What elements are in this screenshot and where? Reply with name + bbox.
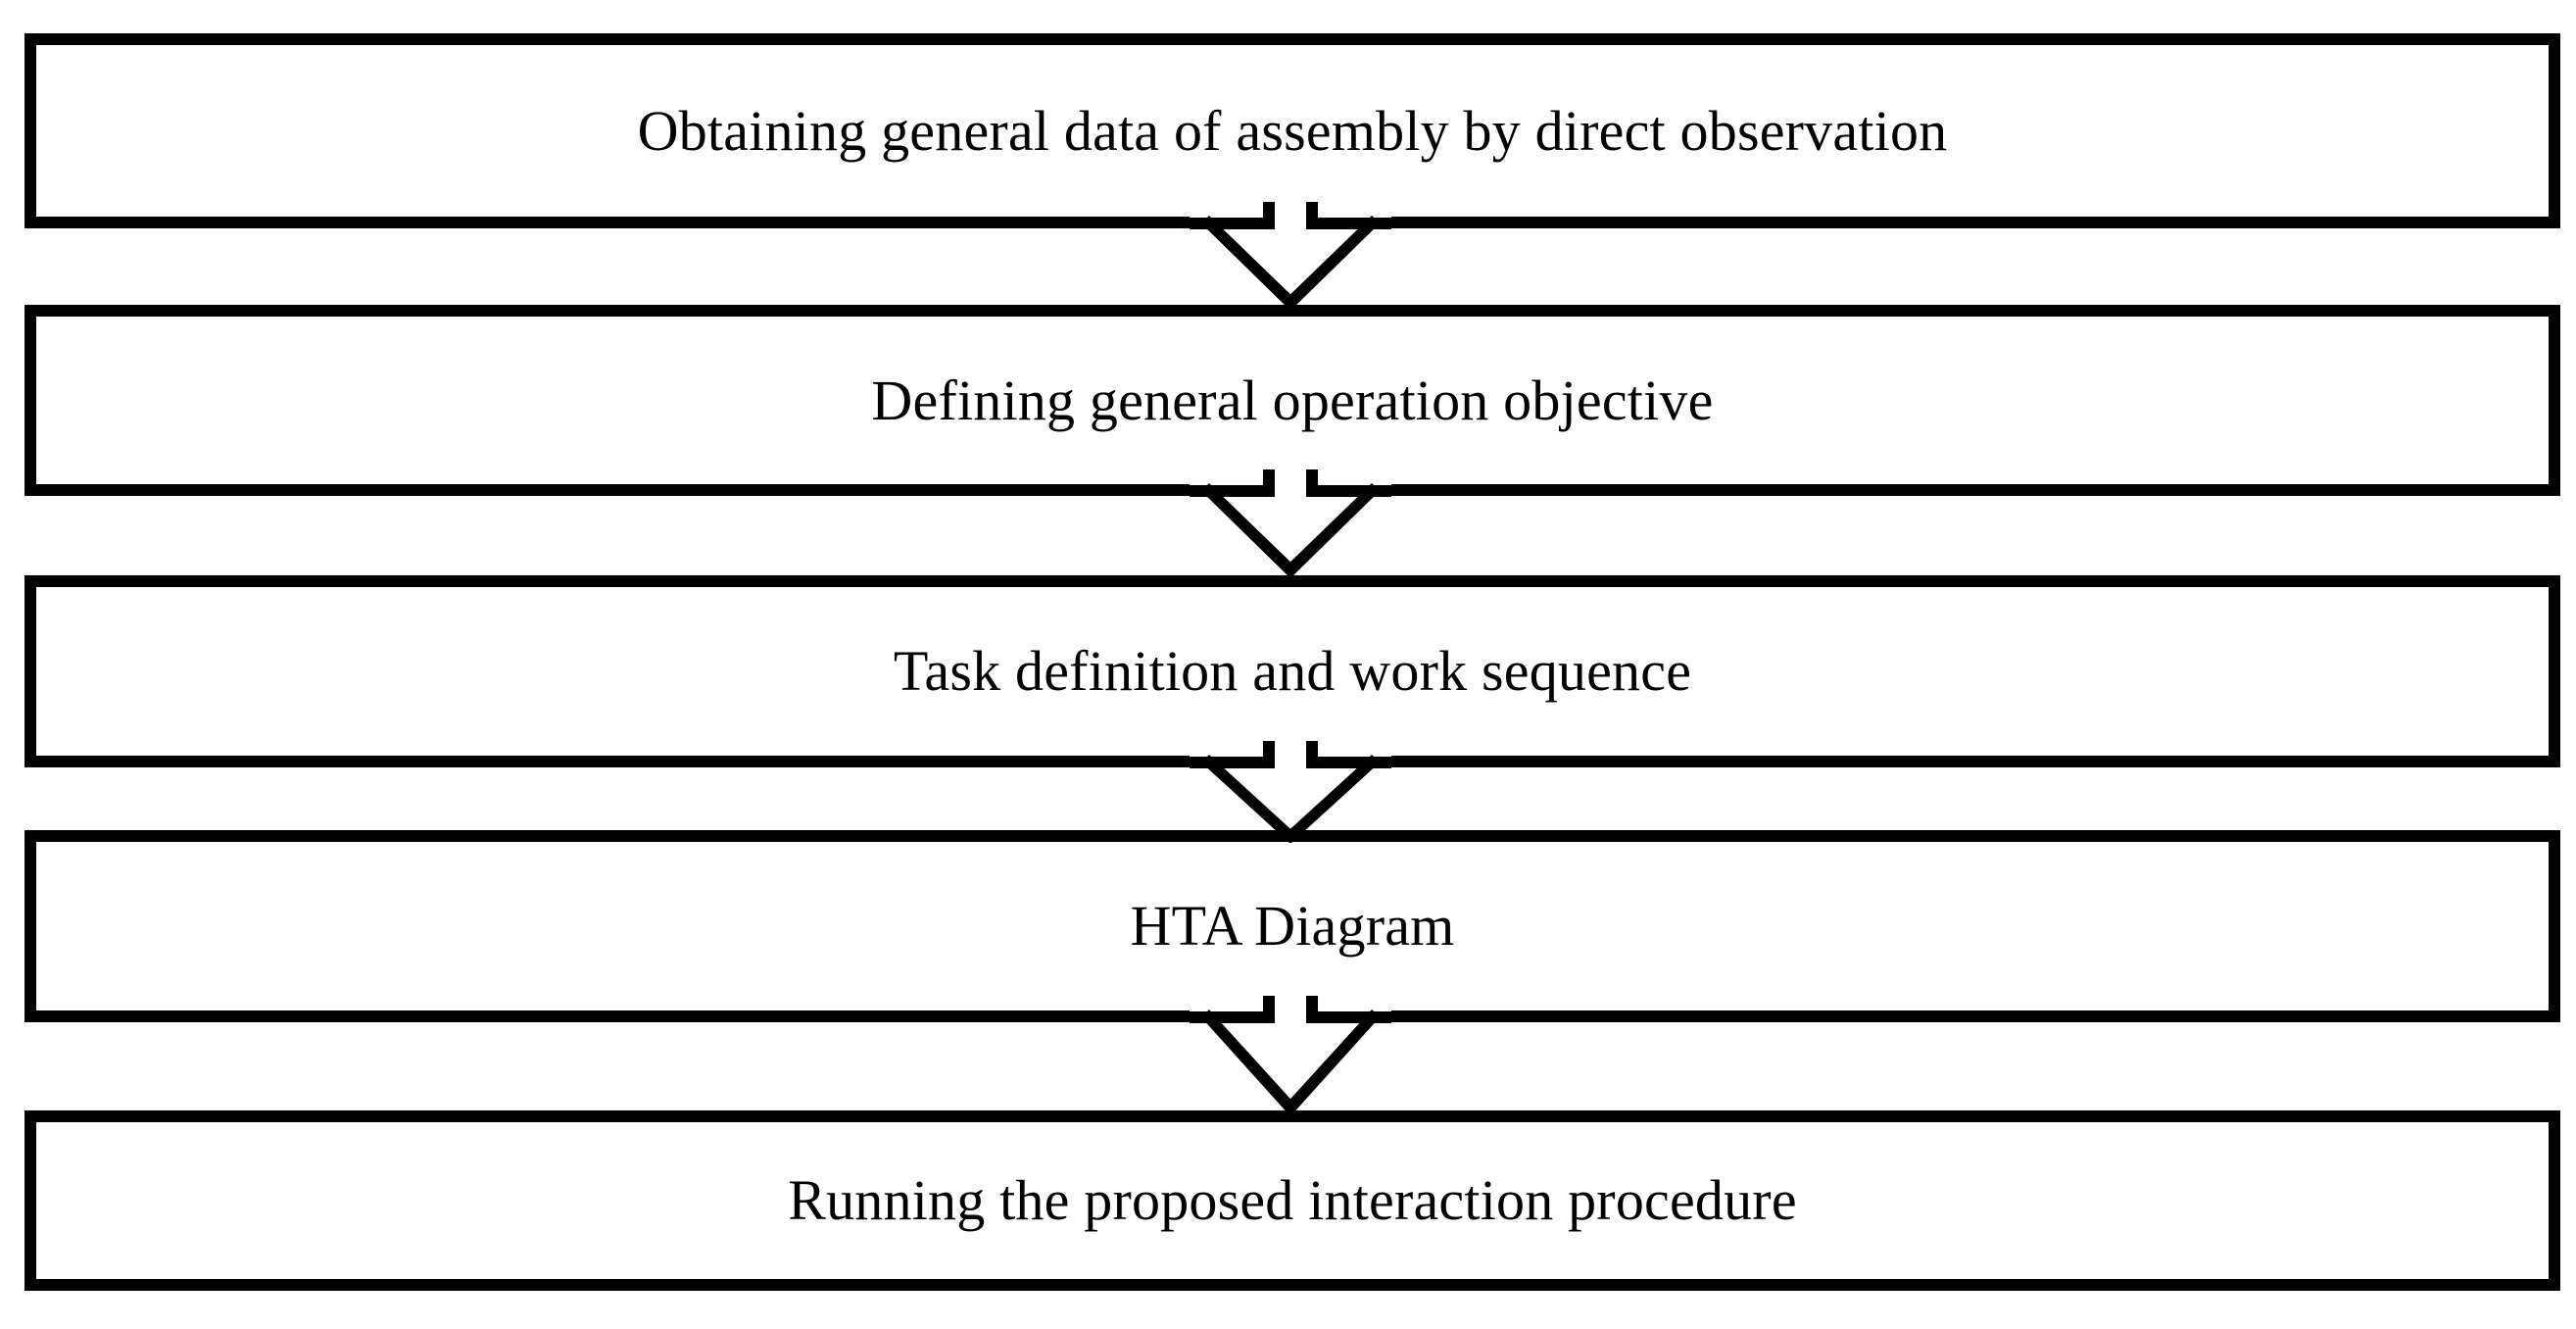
flow-node-3: Task definition and work sequence: [24, 575, 2560, 767]
flow-node-1-label: Obtaining general data of assembly by di…: [637, 98, 1948, 163]
flow-node-5: Running the proposed interaction procedu…: [24, 1110, 2560, 1291]
flow-node-4-label: HTA Diagram: [1130, 894, 1455, 959]
flow-node-2-label: Defining general operation objective: [871, 368, 1714, 432]
flow-node-2: Defining general operation objective: [24, 305, 2560, 496]
flow-node-3-label: Task definition and work sequence: [893, 639, 1692, 704]
flow-node-5-label: Running the proposed interaction procedu…: [788, 1168, 1797, 1233]
flow-node-1: Obtaining general data of assembly by di…: [24, 33, 2560, 228]
flow-node-4: HTA Diagram: [24, 830, 2560, 1022]
